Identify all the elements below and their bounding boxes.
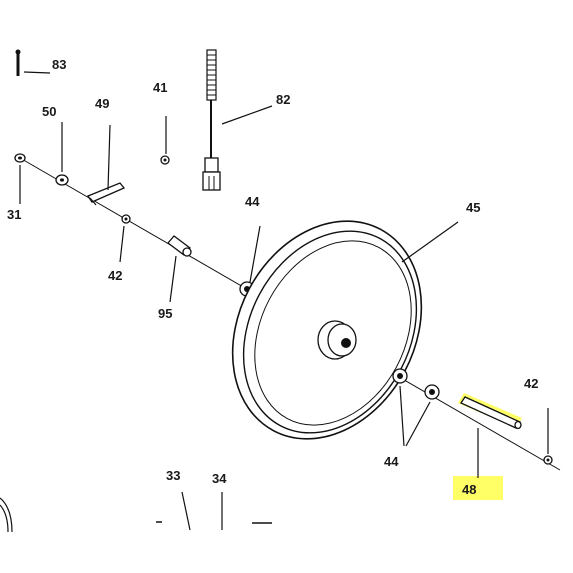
label-44-bottom: 44 [384,454,399,469]
label-45: 45 [466,200,480,215]
leader-44-top [249,225,261,283]
highlight-label-48 [453,476,503,500]
label-42-right: 42 [524,376,538,391]
partial-part-left [0,497,13,533]
part-41-nut [160,155,170,165]
part-49-pin [87,182,126,206]
label-82: 82 [276,92,290,107]
label-34: 34 [212,471,227,486]
label-48: 48 [462,482,476,497]
part-95-spacer [167,235,192,257]
label-95: 95 [158,306,172,321]
leader-49 [107,124,111,191]
label-31: 31 [7,207,21,222]
part-44-bottom-bearings [392,368,440,400]
leader-82 [221,105,273,125]
leader-33 [181,491,191,531]
leader-44-bottom-b [405,401,431,447]
label-44-top: 44 [245,194,260,209]
label-42-left: 42 [108,268,122,283]
part-50-washer [55,174,69,186]
part-45-pulley [231,220,423,440]
part-83-screw [15,49,21,76]
leader-45 [401,221,459,263]
leader-44-bottom-a [399,385,405,447]
label-41: 41 [153,80,167,95]
leader-83 [23,71,51,74]
label-33: 33 [166,468,180,483]
label-83: 83 [52,57,66,72]
label-50: 50 [42,104,56,119]
part-42-right-nut [543,455,553,465]
leader-42-left [119,225,125,263]
part-31-nut [14,153,26,163]
part-42-left-nut [121,214,131,224]
leader-95 [169,255,177,303]
label-49: 49 [95,96,109,111]
part-48-shaft [460,396,522,430]
part-82-cable [202,49,221,191]
partial-part-left-2 [0,504,9,533]
